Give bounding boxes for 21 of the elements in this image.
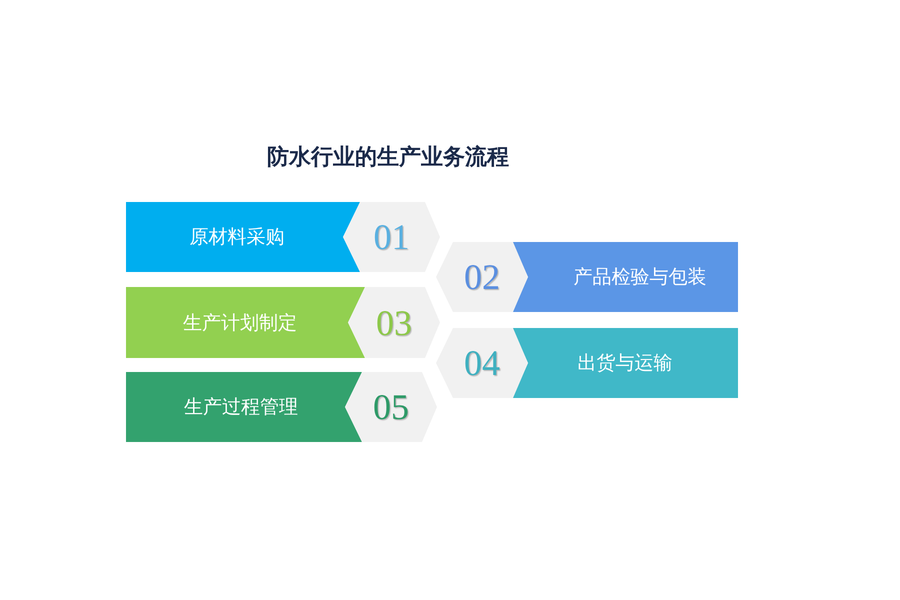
number-hexagon bbox=[348, 287, 440, 358]
step-banner bbox=[126, 372, 362, 442]
step-label: 出货与运输 bbox=[578, 352, 672, 376]
step-banner bbox=[126, 287, 365, 358]
step-label: 生产计划制定 bbox=[183, 312, 297, 336]
diagram-title: 防水行业的生产业务流程 bbox=[266, 143, 510, 171]
step-number: 03 bbox=[376, 302, 412, 344]
step-number: 01 bbox=[374, 216, 410, 258]
step-label: 产品检验与包装 bbox=[574, 266, 706, 290]
step-banner bbox=[512, 242, 738, 312]
step-number: 05 bbox=[373, 386, 409, 428]
number-hexagon bbox=[343, 202, 440, 272]
number-hexagon bbox=[436, 328, 528, 398]
step-number: 04 bbox=[464, 342, 500, 384]
step-banner bbox=[512, 328, 738, 398]
number-hexagon bbox=[436, 242, 528, 312]
step-label: 生产过程管理 bbox=[184, 396, 298, 420]
step-label: 原材料采购 bbox=[190, 226, 284, 250]
step-banner bbox=[126, 202, 360, 272]
number-hexagon bbox=[345, 372, 437, 442]
step-number: 02 bbox=[464, 256, 500, 298]
